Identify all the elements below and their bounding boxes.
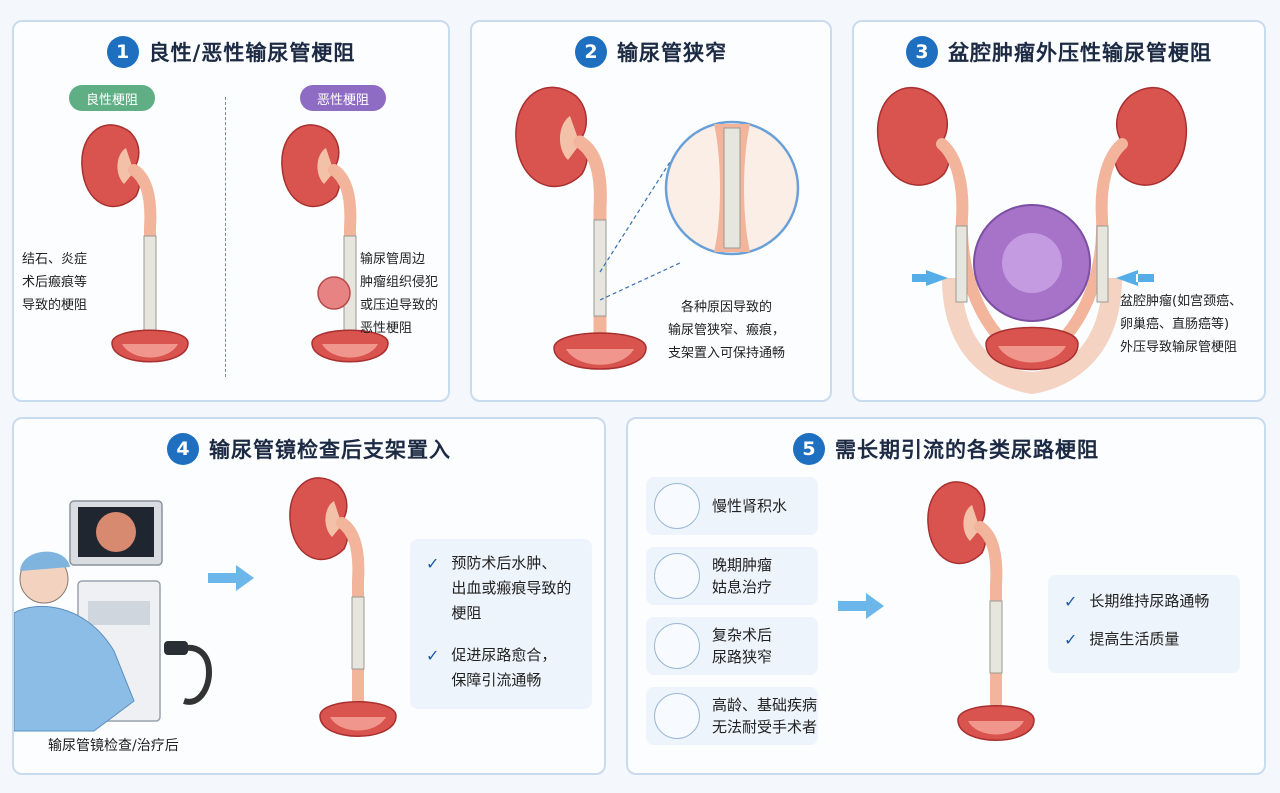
- check-text: 长期维持尿路通畅: [1089, 592, 1210, 610]
- surgeon-endoscope-illustration: [14, 500, 212, 732]
- malignant-urinary-tract-illustration: [281, 124, 389, 363]
- check-text: 预防术后水肿、 出血或瘢痕导致的 梗阻: [451, 554, 572, 622]
- step-number: 1: [106, 36, 139, 68]
- stent: [593, 219, 607, 317]
- panel-ureteral-stricture: 2 输尿管狭窄 各种原因导致的 输尿管狭窄、瘢痕， 支架置入可保持通畅: [470, 20, 832, 402]
- tumor-icon: [654, 553, 700, 599]
- check-icon: ✓: [1064, 592, 1078, 611]
- stent: [989, 600, 1003, 674]
- panel-title: 1 良性/恶性输尿管梗阻: [14, 36, 448, 68]
- panel-benign-malignant: 1 良性/恶性输尿管梗阻 良性梗阻 恶性梗阻 结石、炎症 术后瘢痕等 导致的梗阻…: [12, 20, 450, 402]
- check-item: ✓ 长期维持尿路通畅: [1064, 589, 1209, 614]
- check-icon: ✓: [426, 554, 440, 573]
- check-text: 促进尿路愈合， 保障引流通畅: [451, 646, 557, 689]
- benign-label: 良性梗阻: [69, 85, 155, 111]
- stent: [1096, 225, 1109, 303]
- right-arrow: [208, 565, 254, 591]
- urinary-tract-illustration: [515, 86, 647, 370]
- condition-label: 慢性肾积水: [712, 497, 788, 515]
- panel-long-term-drainage: 5 需长期引流的各类尿路梗阻 慢性肾积水 晚期肿瘤 姑息治疗 复杂术后 尿路狭窄…: [626, 417, 1266, 775]
- benefits-box: ✓ 长期维持尿路通畅 ✓ 提高生活质量: [1048, 575, 1240, 673]
- check-item: ✓ 提高生活质量: [1064, 627, 1179, 652]
- check-item: ✓ 预防术后水肿、 出血或瘢痕导致的 梗阻: [426, 551, 571, 626]
- pelvic-compression-illustration: [876, 86, 1188, 394]
- stricture-description: 各种原因导致的 输尿管狭窄、瘢痕， 支架置入可保持通畅: [668, 300, 786, 361]
- benefits-box: ✓ 预防术后水肿、 出血或瘢痕导致的 梗阻 ✓ 促进尿路愈合， 保障引流通畅: [410, 539, 592, 709]
- elderly-person-icon: [654, 693, 700, 739]
- stent: [351, 596, 365, 670]
- malignant-label: 恶性梗阻: [300, 85, 386, 111]
- stent: [143, 235, 157, 331]
- panel-title: 5 需长期引流的各类尿路梗阻: [628, 433, 1264, 465]
- torso-icon: [654, 623, 700, 669]
- condition-item: 高龄、基础疾病 无法耐受手术者: [646, 687, 818, 745]
- urinary-tract-illustration: [289, 477, 397, 737]
- condition-item: 晚期肿瘤 姑息治疗: [646, 547, 818, 605]
- stricture-magnifier: [664, 120, 800, 256]
- check-icon: ✓: [1064, 630, 1078, 649]
- condition-label: 复杂术后 尿路狭窄: [712, 626, 773, 666]
- panel-title: 3 盆腔肿瘤外压性输尿管梗阻: [854, 36, 1264, 68]
- condition-item: 复杂术后 尿路狭窄: [646, 617, 818, 675]
- panel-title: 4 输尿管镜检查后支架置入: [14, 433, 604, 465]
- check-item: ✓ 促进尿路愈合， 保障引流通畅: [426, 643, 556, 693]
- step-number: 5: [793, 433, 825, 465]
- pelvic-description: 盆腔肿瘤(如宫颈癌、 卵巢癌、直肠癌等) 外压导致输尿管梗阻: [1120, 294, 1243, 355]
- title-text: 输尿管狭窄: [617, 41, 727, 65]
- condition-label: 高龄、基础疾病 无法耐受手术者: [712, 696, 818, 736]
- arrow-right: [1116, 270, 1154, 286]
- right-arrow: [838, 593, 884, 619]
- step-number: 4: [167, 433, 199, 465]
- endoscope-cable: [172, 645, 212, 705]
- panel-pelvic-tumor: 3 盆腔肿瘤外压性输尿管梗阻 盆腔肿瘤(如宫颈癌、 卵巢癌、直肠癌等) 外压导致…: [852, 20, 1266, 402]
- pelvis: [942, 278, 1122, 394]
- check-text: 提高生活质量: [1089, 630, 1180, 648]
- kidneys-icon: [654, 483, 700, 529]
- benign-description: 结石、炎症 术后瘢痕等 导致的梗阻: [22, 252, 88, 313]
- divider: [225, 97, 226, 377]
- malignant-description: 输尿管周边 肿瘤组织侵犯 或压迫导致的 恶性梗阻: [360, 252, 439, 336]
- panel-title: 2 输尿管狭窄: [472, 36, 830, 68]
- urinary-tract-illustration: [927, 481, 1035, 741]
- title-text: 需长期引流的各类尿路梗阻: [835, 438, 1099, 462]
- benign-urinary-tract-illustration: [81, 124, 189, 363]
- stent: [723, 127, 741, 249]
- surgeon-body: [14, 605, 135, 732]
- condition-item: 慢性肾积水: [646, 477, 818, 535]
- step-number: 3: [906, 36, 938, 68]
- endoscopy-caption: 输尿管镜检查/治疗后: [48, 738, 179, 754]
- tumor: [317, 276, 351, 310]
- title-text: 输尿管镜检查后支架置入: [209, 438, 451, 462]
- title-text: 盆腔肿瘤外压性输尿管梗阻: [948, 41, 1212, 65]
- arrow-left: [912, 270, 948, 286]
- title-text: 良性/恶性输尿管梗阻: [148, 41, 356, 65]
- zoom-lines: [599, 161, 683, 301]
- check-icon: ✓: [426, 646, 440, 665]
- condition-label: 晚期肿瘤 姑息治疗: [712, 556, 773, 596]
- stent: [955, 225, 968, 303]
- panel-post-ureteroscopy: 4 输尿管镜检查后支架置入 输尿管镜检查/治疗后 ✓ 预防术后水肿、 出血或瘢痕…: [12, 417, 606, 775]
- step-number: 2: [575, 36, 607, 68]
